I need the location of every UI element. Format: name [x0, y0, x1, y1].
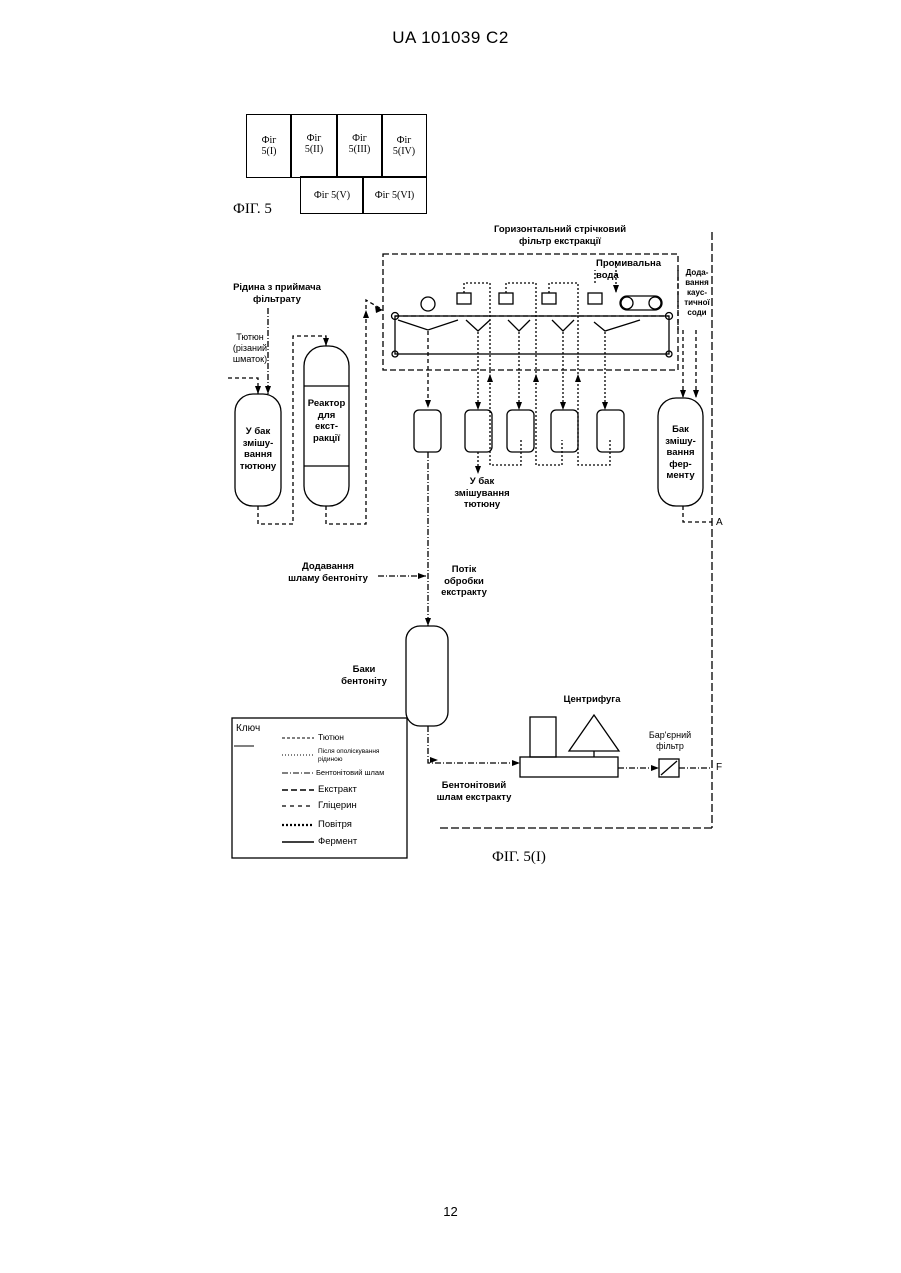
- key-label-enzyme: Фермент: [318, 836, 357, 847]
- bentonite-addition-label: Додаванняшламу бентоніту: [278, 561, 378, 584]
- connector-a-label: A: [716, 517, 723, 528]
- centrifuge-base: [520, 757, 618, 777]
- key-label-extract: Екстракт: [318, 784, 357, 795]
- discharge-drum: [620, 296, 662, 310]
- receiver-tank-2: [465, 410, 492, 452]
- bentonite-slurry-label: Бентонітовийшлам екстракту: [422, 780, 526, 803]
- caustic-soda-label: Дода-ваннякауc-тичноїсоди: [680, 268, 714, 318]
- spray-head-4: [588, 293, 602, 304]
- key-label-bentonite: Бентонітовий шлам: [316, 768, 384, 777]
- barrier-filter-label: Бар'єрнийфільтр: [640, 730, 700, 752]
- wash-water-label: Промивальнавода: [596, 258, 661, 281]
- belt-filter-title: Горизонтальний стрічковийфільтр екстракц…: [465, 224, 655, 247]
- reactor-label: Реактордляекст-ракції: [304, 398, 349, 444]
- spray-head-2: [499, 293, 513, 304]
- centrifuge-motor: [530, 717, 556, 757]
- spray-head-1: [457, 293, 471, 304]
- key-title: Ключ: [236, 723, 260, 734]
- bentonite-tank: [406, 626, 448, 726]
- key-label-air: Повітря: [318, 819, 352, 830]
- tobacco-mixing-tank-label: У бакзмішу-ваннятютюну: [235, 426, 281, 472]
- receiver-tank-4: [551, 410, 578, 452]
- receiver-tank-1: [414, 410, 441, 452]
- enzyme-tank-label: Бакзмішу-ванняфер-менту: [658, 424, 703, 482]
- connector-f-label: F: [716, 762, 722, 773]
- filter-belt: [395, 316, 669, 354]
- key-label-tobacco: Тютюн: [318, 732, 344, 742]
- to-tobacco-tank-label: У бакзмішуваннятютюну: [450, 476, 514, 511]
- centrifuge-bowl: [569, 715, 619, 751]
- key-label-rinse: Після ополіскування рідиною: [318, 748, 402, 764]
- filtrate-liquid-label: Рідина з приймачафільтрату: [222, 282, 332, 305]
- figure-caption: ФІГ. 5(I): [492, 849, 546, 866]
- tobacco-cut-label: Тютюн(різанийшматок): [222, 332, 278, 365]
- bentonite-tanks-label: Бакибентоніту: [334, 664, 394, 687]
- centrifuge-label: Центрифуга: [542, 694, 642, 706]
- feed-roller: [421, 297, 435, 311]
- key-label-glycerin: Гліцерин: [318, 800, 357, 811]
- page-number: 12: [0, 1204, 901, 1219]
- extract-stream-label: Потікобробкиекстракту: [432, 564, 496, 599]
- spray-head-3: [542, 293, 556, 304]
